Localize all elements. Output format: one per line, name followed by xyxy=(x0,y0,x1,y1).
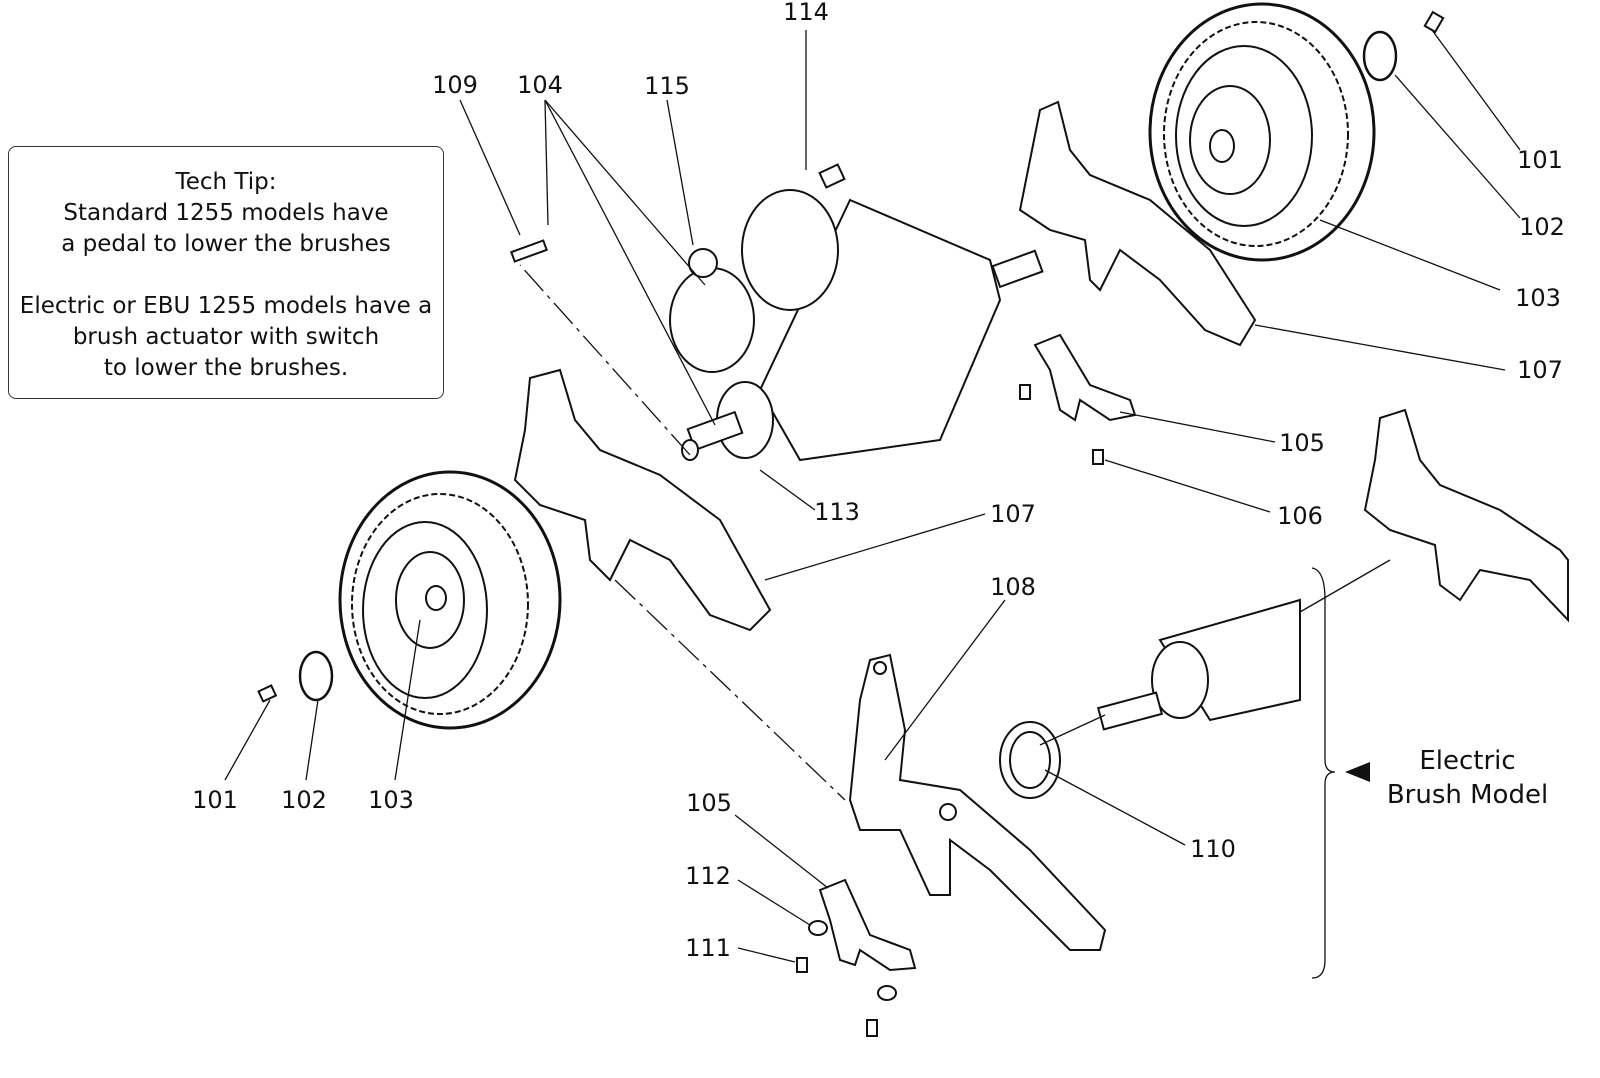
callout-101-right: 101 xyxy=(1517,146,1563,174)
callout-108: 108 xyxy=(990,573,1036,601)
callout-109: 109 xyxy=(432,71,478,99)
callout-107-left: 107 xyxy=(990,500,1036,528)
right-side-bracket xyxy=(1018,100,1257,347)
callout-105-left: 105 xyxy=(686,789,732,817)
left-screw xyxy=(257,684,278,703)
tech-tip-title: Tech Tip: xyxy=(175,169,277,195)
right-screw xyxy=(1423,10,1445,34)
callout-114: 114 xyxy=(783,0,829,26)
callout-110: 110 xyxy=(1190,835,1236,863)
electric-brush-model-line1: Electric xyxy=(1419,746,1516,776)
callout-106: 106 xyxy=(1277,502,1323,530)
callout-107-right: 107 xyxy=(1517,356,1563,384)
tech-tip-line: brush actuator with switch xyxy=(72,324,380,350)
callout-101-left: 101 xyxy=(192,786,238,814)
callout-104: 104 xyxy=(517,71,563,99)
callout-102-right: 102 xyxy=(1519,213,1565,241)
brush-lower-plate xyxy=(848,653,1107,951)
electric-brush-model-line2: Brush Model xyxy=(1386,780,1549,810)
leader-lines xyxy=(224,29,1521,979)
callout-111: 111 xyxy=(685,934,731,962)
gasket-110 xyxy=(999,721,1061,799)
tech-tip-box: Tech Tip: Standard 1255 models have a pe… xyxy=(8,146,444,399)
electric-model-bracket xyxy=(1363,408,1569,623)
left-side-bracket xyxy=(513,368,772,632)
callout-105-right: 105 xyxy=(1279,429,1325,457)
callout-103-right: 103 xyxy=(1515,284,1561,312)
callout-112: 112 xyxy=(685,862,731,890)
callout-113: 113 xyxy=(814,498,860,526)
tech-tip-line: Standard 1255 models have xyxy=(63,200,389,226)
electric-brush-model-label: Electric Brush Model xyxy=(1380,744,1555,812)
tech-tip-line xyxy=(9,260,443,291)
left-hubcap xyxy=(298,650,334,702)
tech-tip-line: a pedal to lower the brushes xyxy=(61,231,391,257)
right-wheel xyxy=(1148,2,1376,262)
clamp-105-right xyxy=(1033,333,1137,422)
callout-103-left: 103 xyxy=(368,786,414,814)
electric-brush-motor xyxy=(1096,598,1301,731)
pin-109 xyxy=(510,239,548,263)
callout-115: 115 xyxy=(644,72,690,100)
right-hubcap xyxy=(1362,30,1398,82)
tech-tip-line: Electric or EBU 1255 models have a xyxy=(19,293,433,319)
connector-114 xyxy=(818,163,846,189)
tech-tip-line: to lower the brushes. xyxy=(103,355,349,381)
callout-102-left: 102 xyxy=(281,786,327,814)
triangle-left-icon xyxy=(1345,762,1370,782)
left-wheel xyxy=(338,470,562,730)
clamp-105-left xyxy=(818,878,917,972)
motor-gearbox-assembly xyxy=(669,189,1044,462)
